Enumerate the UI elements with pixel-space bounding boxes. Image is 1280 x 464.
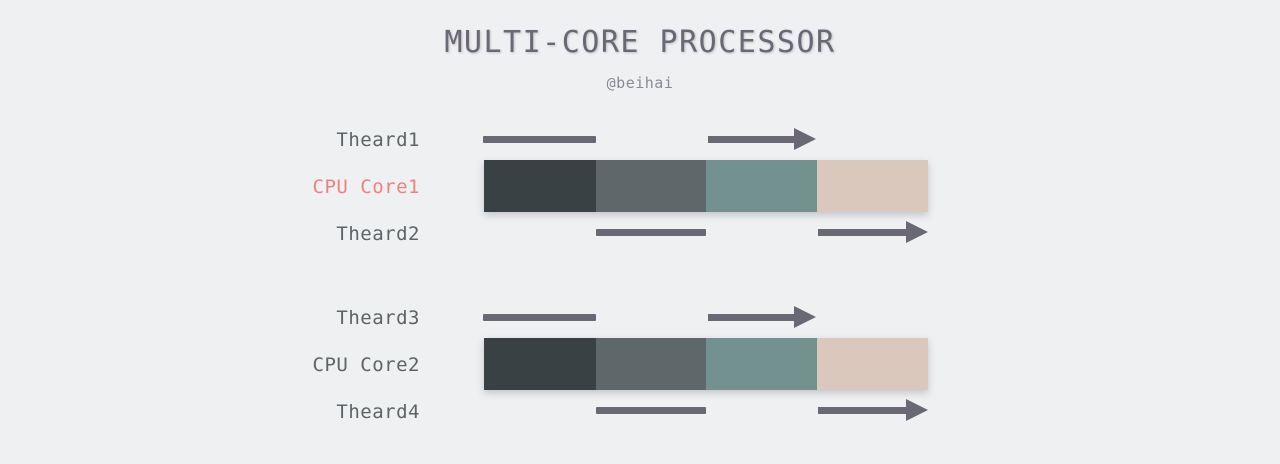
thread-arrow-shaft-theard2 (818, 229, 906, 236)
core-label-cpu-core1: CPU Core1 (312, 176, 420, 198)
core2-segment-2 (596, 338, 706, 390)
author-handle: @beihai (606, 74, 674, 92)
core-bar-cpu-core2 (484, 338, 928, 390)
thread-bar-theard2 (596, 229, 706, 236)
thread-arrow-head-theard3 (794, 306, 816, 328)
thread-label-theard2: Theard2 (336, 223, 420, 245)
thread-arrow-head-theard4 (906, 399, 928, 421)
core1-segment-3 (706, 160, 817, 212)
thread-label-theard4: Theard4 (336, 401, 420, 423)
core1-segment-2 (596, 160, 706, 212)
thread-arrow-shaft-theard4 (818, 407, 906, 414)
core1-segment-4 (817, 160, 928, 212)
thread-arrow-head-theard1 (794, 128, 816, 150)
core-bar-cpu-core1 (484, 160, 928, 212)
page-title: MULTI-CORE PROCESSOR (444, 25, 836, 60)
thread-arrow-shaft-theard1 (708, 136, 794, 143)
thread-label-theard3: Theard3 (336, 307, 420, 329)
thread-bar-theard4 (596, 407, 706, 414)
thread-bar-theard1 (483, 136, 596, 143)
core1-segment-1 (484, 160, 596, 212)
thread-bar-theard3 (483, 314, 596, 321)
thread-arrow-head-theard2 (906, 221, 928, 243)
thread-arrow-shaft-theard3 (708, 314, 794, 321)
core2-segment-1 (484, 338, 596, 390)
core2-segment-4 (817, 338, 928, 390)
thread-label-theard1: Theard1 (336, 129, 420, 151)
core-label-cpu-core2: CPU Core2 (312, 354, 420, 376)
core2-segment-3 (706, 338, 817, 390)
